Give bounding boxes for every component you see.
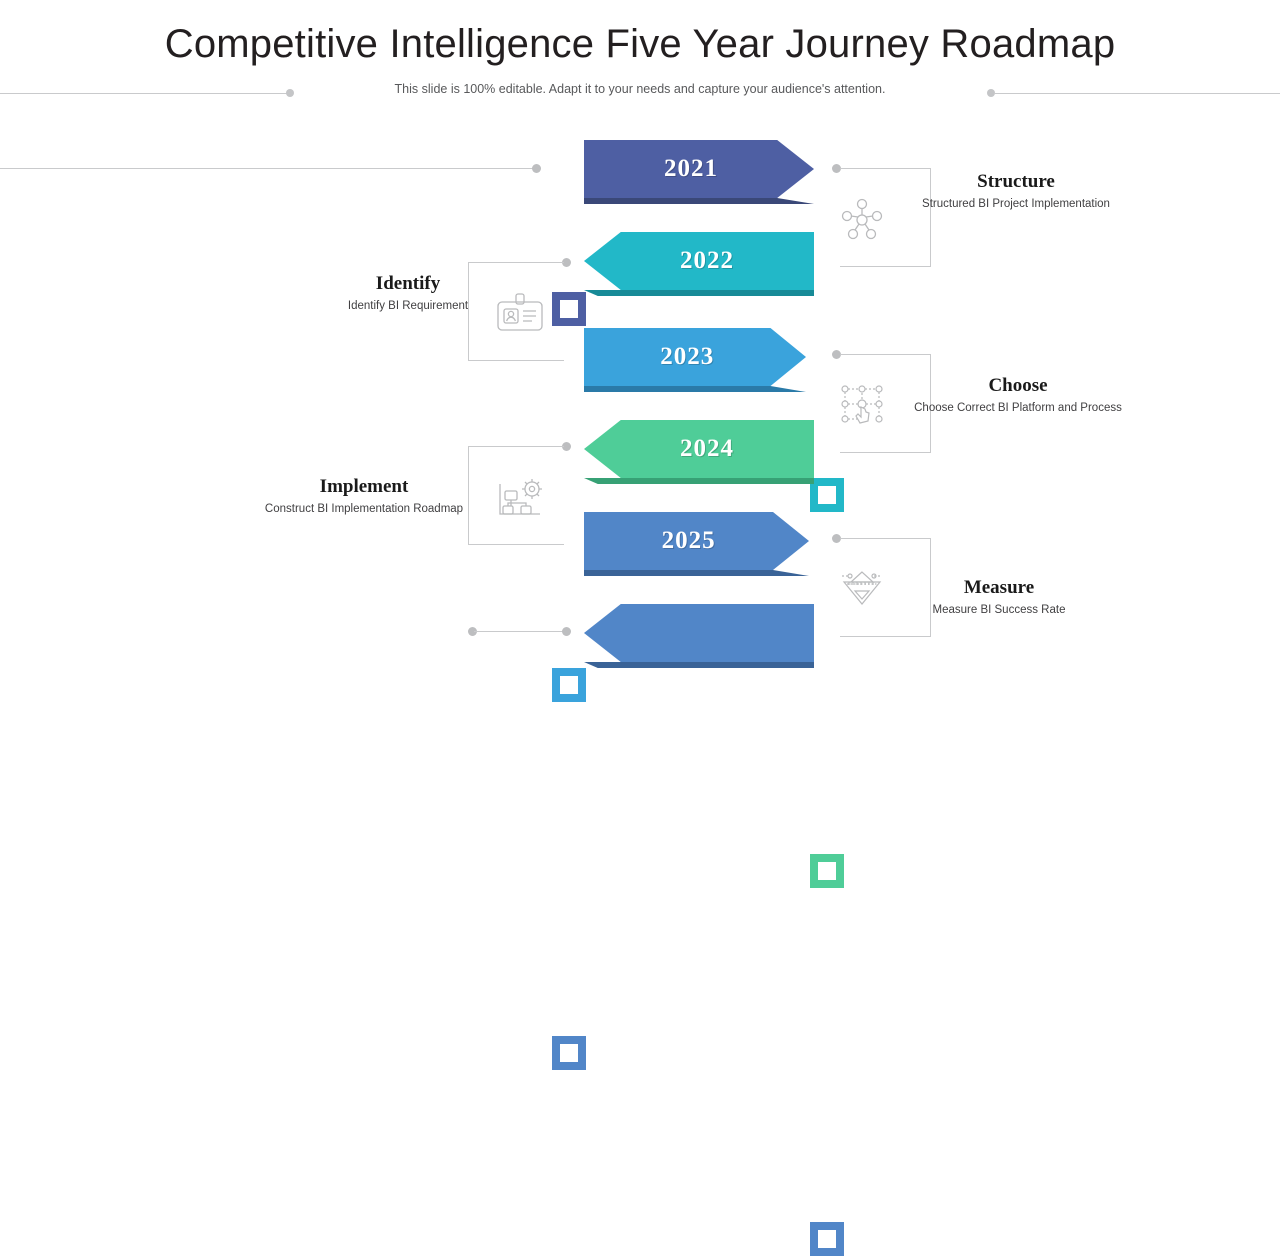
network-nodes-icon bbox=[834, 192, 890, 248]
milestone-heading: Choose bbox=[988, 375, 1048, 396]
marker-2022[interactable] bbox=[810, 474, 848, 512]
arrow-year-label: 2021 bbox=[663, 155, 718, 182]
milestone-label-structure: Structure Structured BI Project Implemen… bbox=[901, 171, 1131, 211]
milestone-label-identify: Identify Identify BI Requirement bbox=[293, 273, 523, 313]
roadmap-row-2023: 2023 bbox=[0, 328, 1280, 702]
milestone-label-implement: Implement Construct BI Implementation Ro… bbox=[249, 476, 479, 516]
arrow-year-label: 2025 bbox=[661, 527, 716, 554]
arrow-year-label: 2024 bbox=[680, 435, 735, 462]
roadmap-row-2025: 2025 bbox=[0, 512, 1280, 1070]
arrow-2025[interactable]: 2025 bbox=[584, 512, 809, 576]
arrow-year-label: 2022 bbox=[680, 247, 735, 274]
arrow-blank[interactable] bbox=[584, 604, 814, 668]
milestone-description: Structured BI Project Implementation bbox=[922, 198, 1110, 210]
marker-2023[interactable] bbox=[552, 664, 590, 702]
page-subtitle: This slide is 100% editable. Adapt it to… bbox=[394, 82, 886, 96]
arrow-2022[interactable]: 2022 bbox=[584, 232, 814, 296]
id-card-icon bbox=[492, 286, 548, 342]
header-rule-right-dot bbox=[987, 89, 995, 97]
milestone-heading: Implement bbox=[319, 476, 409, 497]
milestone-description: Measure BI Success Rate bbox=[932, 604, 1066, 616]
header-rule-left-dot bbox=[286, 89, 294, 97]
marker-blank[interactable] bbox=[810, 1218, 848, 1256]
roadmap-row-2024: 2024 bbox=[0, 420, 1280, 888]
marker-2025[interactable] bbox=[552, 1032, 590, 1070]
milestone-label-choose: Choose Choose Correct BI Platform and Pr… bbox=[903, 375, 1133, 415]
arrow-2023[interactable]: 2023 bbox=[584, 328, 806, 392]
arrow-year-label bbox=[584, 604, 814, 662]
milestone-heading: Identify bbox=[375, 273, 441, 294]
arrow-2024[interactable]: 2024 bbox=[584, 420, 814, 484]
header-rule-left bbox=[0, 93, 290, 94]
milestone-description: Identify BI Requirement bbox=[347, 300, 469, 312]
marker-2024[interactable] bbox=[810, 850, 848, 888]
milestone-label-measure: Measure Measure BI Success Rate bbox=[884, 577, 1114, 617]
select-node-cursor-icon bbox=[834, 376, 890, 432]
arrow-year-label: 2023 bbox=[660, 343, 715, 370]
roadmap-row-2022: 2022 bbox=[0, 232, 1280, 512]
milestone-heading: Measure bbox=[963, 577, 1035, 598]
arrow-2021[interactable]: 2021 bbox=[584, 140, 814, 204]
roadmap-row-2021: 2021 bbox=[0, 140, 1280, 326]
page-title: Competitive Intelligence Five Year Journ… bbox=[164, 22, 1116, 66]
gear-flowchart-icon bbox=[492, 474, 548, 530]
milestone-heading: Structure bbox=[977, 171, 1055, 192]
milestone-description: Choose Correct BI Platform and Process bbox=[914, 402, 1122, 414]
milestone-description: Construct BI Implementation Roadmap bbox=[264, 503, 464, 515]
slide-canvas: Competitive Intelligence Five Year Journ… bbox=[0, 22, 1280, 1256]
measuring-scale-icon bbox=[834, 560, 890, 616]
marker-2021[interactable] bbox=[552, 288, 590, 326]
header-rule-right bbox=[995, 93, 1280, 94]
